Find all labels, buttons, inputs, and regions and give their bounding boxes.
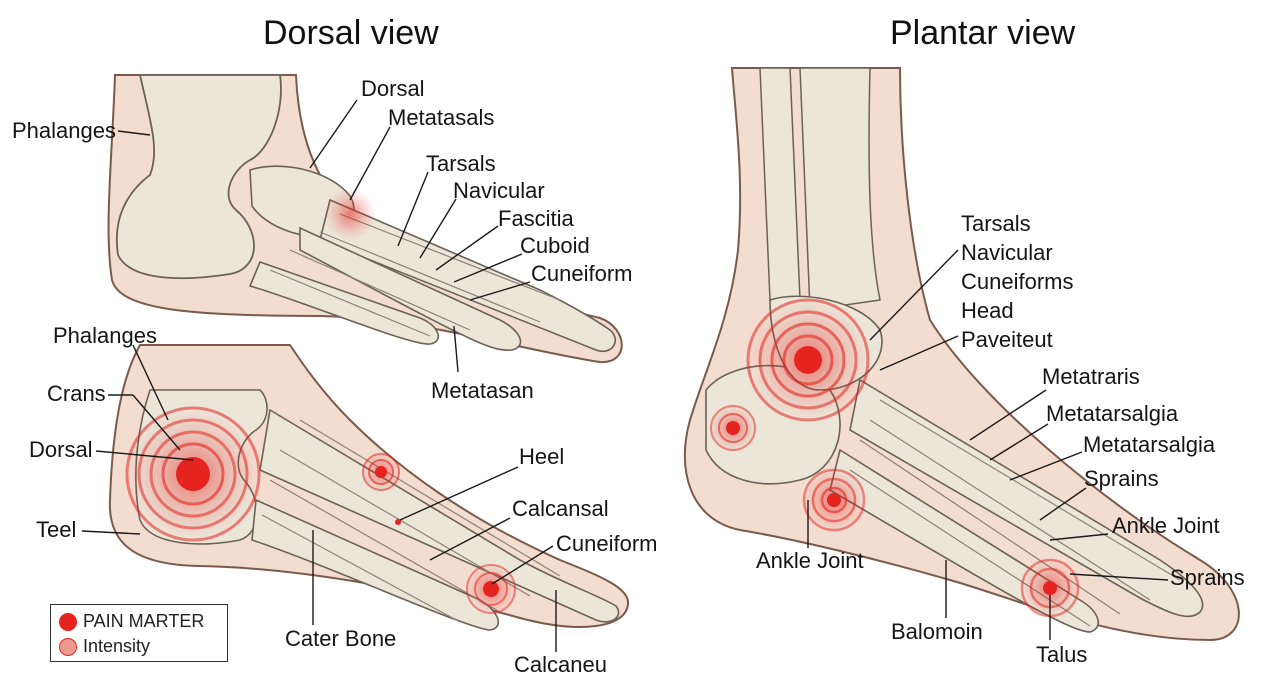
pain-marker-ankle-large [746,298,870,422]
label-top-metatasan: Metatasan [431,378,534,403]
label-top-navicular: Navicular [453,178,545,203]
label-bot-phalanges: Phalanges [53,323,157,348]
pain-marker-heel-large [125,406,261,542]
label-pl-sprains-1: Sprains [1084,466,1159,491]
label-pl-balomoin: Balomoin [891,619,983,644]
dorsal-foot-top [107,74,623,364]
label-top-dorsal: Dorsal [361,76,425,101]
label-pl-talus: Talus [1036,642,1088,667]
label-bot-dorsal: Dorsal [29,437,93,462]
label-top-metatasals: Metatasals [388,105,495,130]
label-pl-sprains-2: Sprains [1170,565,1245,590]
pain-marker-swatch [59,612,77,631]
label-pl-paveiteut: Paveiteut [961,327,1053,352]
label-top-tarsals: Tarsals [426,151,496,176]
label-bot-calcansal: Calcansal [512,496,609,521]
label-bot-heel: Heel [519,444,565,469]
pain-marker-midfoot [361,452,401,525]
pain-marker-arch [802,468,866,532]
label-top-phalanges: Phalanges [12,118,116,143]
label-pl-head: Head [961,298,1014,323]
label-bot-crans: Crans [47,381,106,406]
intensity-swatch [59,637,77,656]
plantar-view-title: Plantar view [890,14,1076,52]
label-top-cuneiform: Cuneiform [531,261,633,286]
label-bot-teel: Teel [36,517,77,542]
pain-marker-heel-small [709,404,757,452]
label-bot-calcaneu: Calcaneu [514,652,607,677]
pain-marker-toe [465,563,517,615]
label-pl-metatarsalgia-1: Metatarsalgia [1046,401,1179,426]
label-pl-ankle-joint-left: Ankle Joint [756,548,864,573]
legend-marker-label: PAIN MARTER [83,611,205,631]
legend-row-marker: PAIN MARTER [59,611,204,632]
label-pl-metatarsalgia-2: Metatarsalgia [1083,432,1216,457]
label-pl-navicular: Navicular [961,240,1053,265]
label-top-fascitia: Fascitia [498,206,574,231]
legend-row-intensity: Intensity [59,636,150,657]
label-pl-tarsals: Tarsals [961,211,1031,236]
label-bot-cater-bone: Cater Bone [285,626,397,651]
label-pl-ankle-joint-right: Ankle Joint [1112,513,1220,538]
label-pl-metatraris: Metatraris [1042,364,1140,389]
leader-lines [81,99,1169,652]
label-top-cuboid: Cuboid [520,233,590,258]
label-pl-cuneiforms: Cuneiforms [961,269,1074,294]
dorsal-view-title: Dorsal view [263,14,439,52]
label-bot-cuneiform: Cuneiform [556,531,658,556]
legend: PAIN MARTER Intensity [50,604,228,662]
legend-intensity-label: Intensity [83,636,151,656]
